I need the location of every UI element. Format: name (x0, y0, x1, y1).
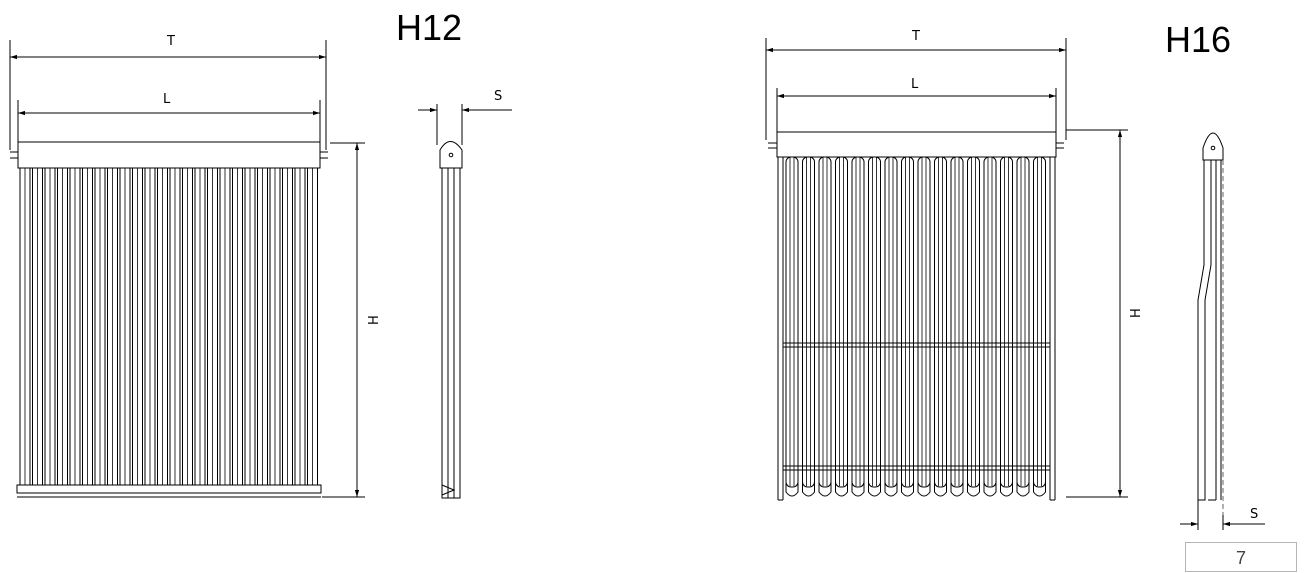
h12-tube (69, 167, 81, 493)
h16-tube (835, 156, 848, 497)
h16-tube (868, 156, 881, 497)
h12-tube (32, 167, 43, 493)
h12-dim-t-label: T (166, 34, 175, 49)
h16-tube (967, 156, 980, 497)
h16-tube (983, 156, 997, 497)
h12-tube (294, 167, 306, 493)
h16-tube (934, 156, 947, 497)
h16-tube (1000, 156, 1013, 497)
h12-tube (194, 167, 206, 493)
h12-tube (119, 167, 131, 493)
h12-dim-h-label: H (367, 315, 382, 325)
h16-tube (917, 156, 931, 497)
model-title-h12: H12 (396, 7, 463, 48)
h16-dim-h-label: H (1129, 308, 1144, 318)
h16-dim-t-label: T (911, 29, 920, 44)
h12-tube (82, 167, 93, 493)
h16-tube (1033, 156, 1046, 497)
h16-tube (901, 156, 914, 497)
h12-tube (307, 167, 318, 493)
h12-tube (94, 167, 106, 493)
h12-tube (182, 167, 193, 493)
h12-tube (157, 167, 168, 493)
h12-tube (269, 167, 281, 493)
h12-tubes (19, 167, 318, 493)
h12-tube (132, 167, 143, 493)
h12-side-view (418, 104, 512, 499)
h12-tube (219, 167, 231, 493)
h12-tube (244, 167, 256, 493)
h12-front-view (9, 40, 365, 498)
h16-tube (884, 156, 898, 497)
h16-tubes (785, 156, 1046, 497)
h12-dim-l-label: L (163, 92, 171, 107)
h12-tube (57, 167, 68, 493)
h12-tube (257, 167, 268, 493)
h12-tube (207, 167, 218, 493)
model-title-h16: H16 (1165, 19, 1232, 60)
h16-dim-s-label: S (1250, 507, 1258, 522)
h16-tube (818, 156, 832, 497)
h12-dim-s-label: S (494, 89, 502, 104)
h16-tube (950, 156, 964, 497)
h16-front-view (765, 38, 1128, 501)
h12-tube (44, 167, 56, 493)
h12-tube (169, 167, 181, 493)
h16-tube (785, 156, 799, 497)
h12-tube (282, 167, 293, 493)
h16-tube (802, 156, 815, 497)
h16-dim-l-label: L (911, 77, 919, 92)
h16-tube (1016, 156, 1030, 497)
h12-tube (144, 167, 156, 493)
h12-tube (107, 167, 118, 493)
h12-tube (19, 167, 31, 493)
h16-side-view (1180, 132, 1265, 530)
h12-tube (232, 167, 243, 493)
h16-tube (851, 156, 865, 497)
